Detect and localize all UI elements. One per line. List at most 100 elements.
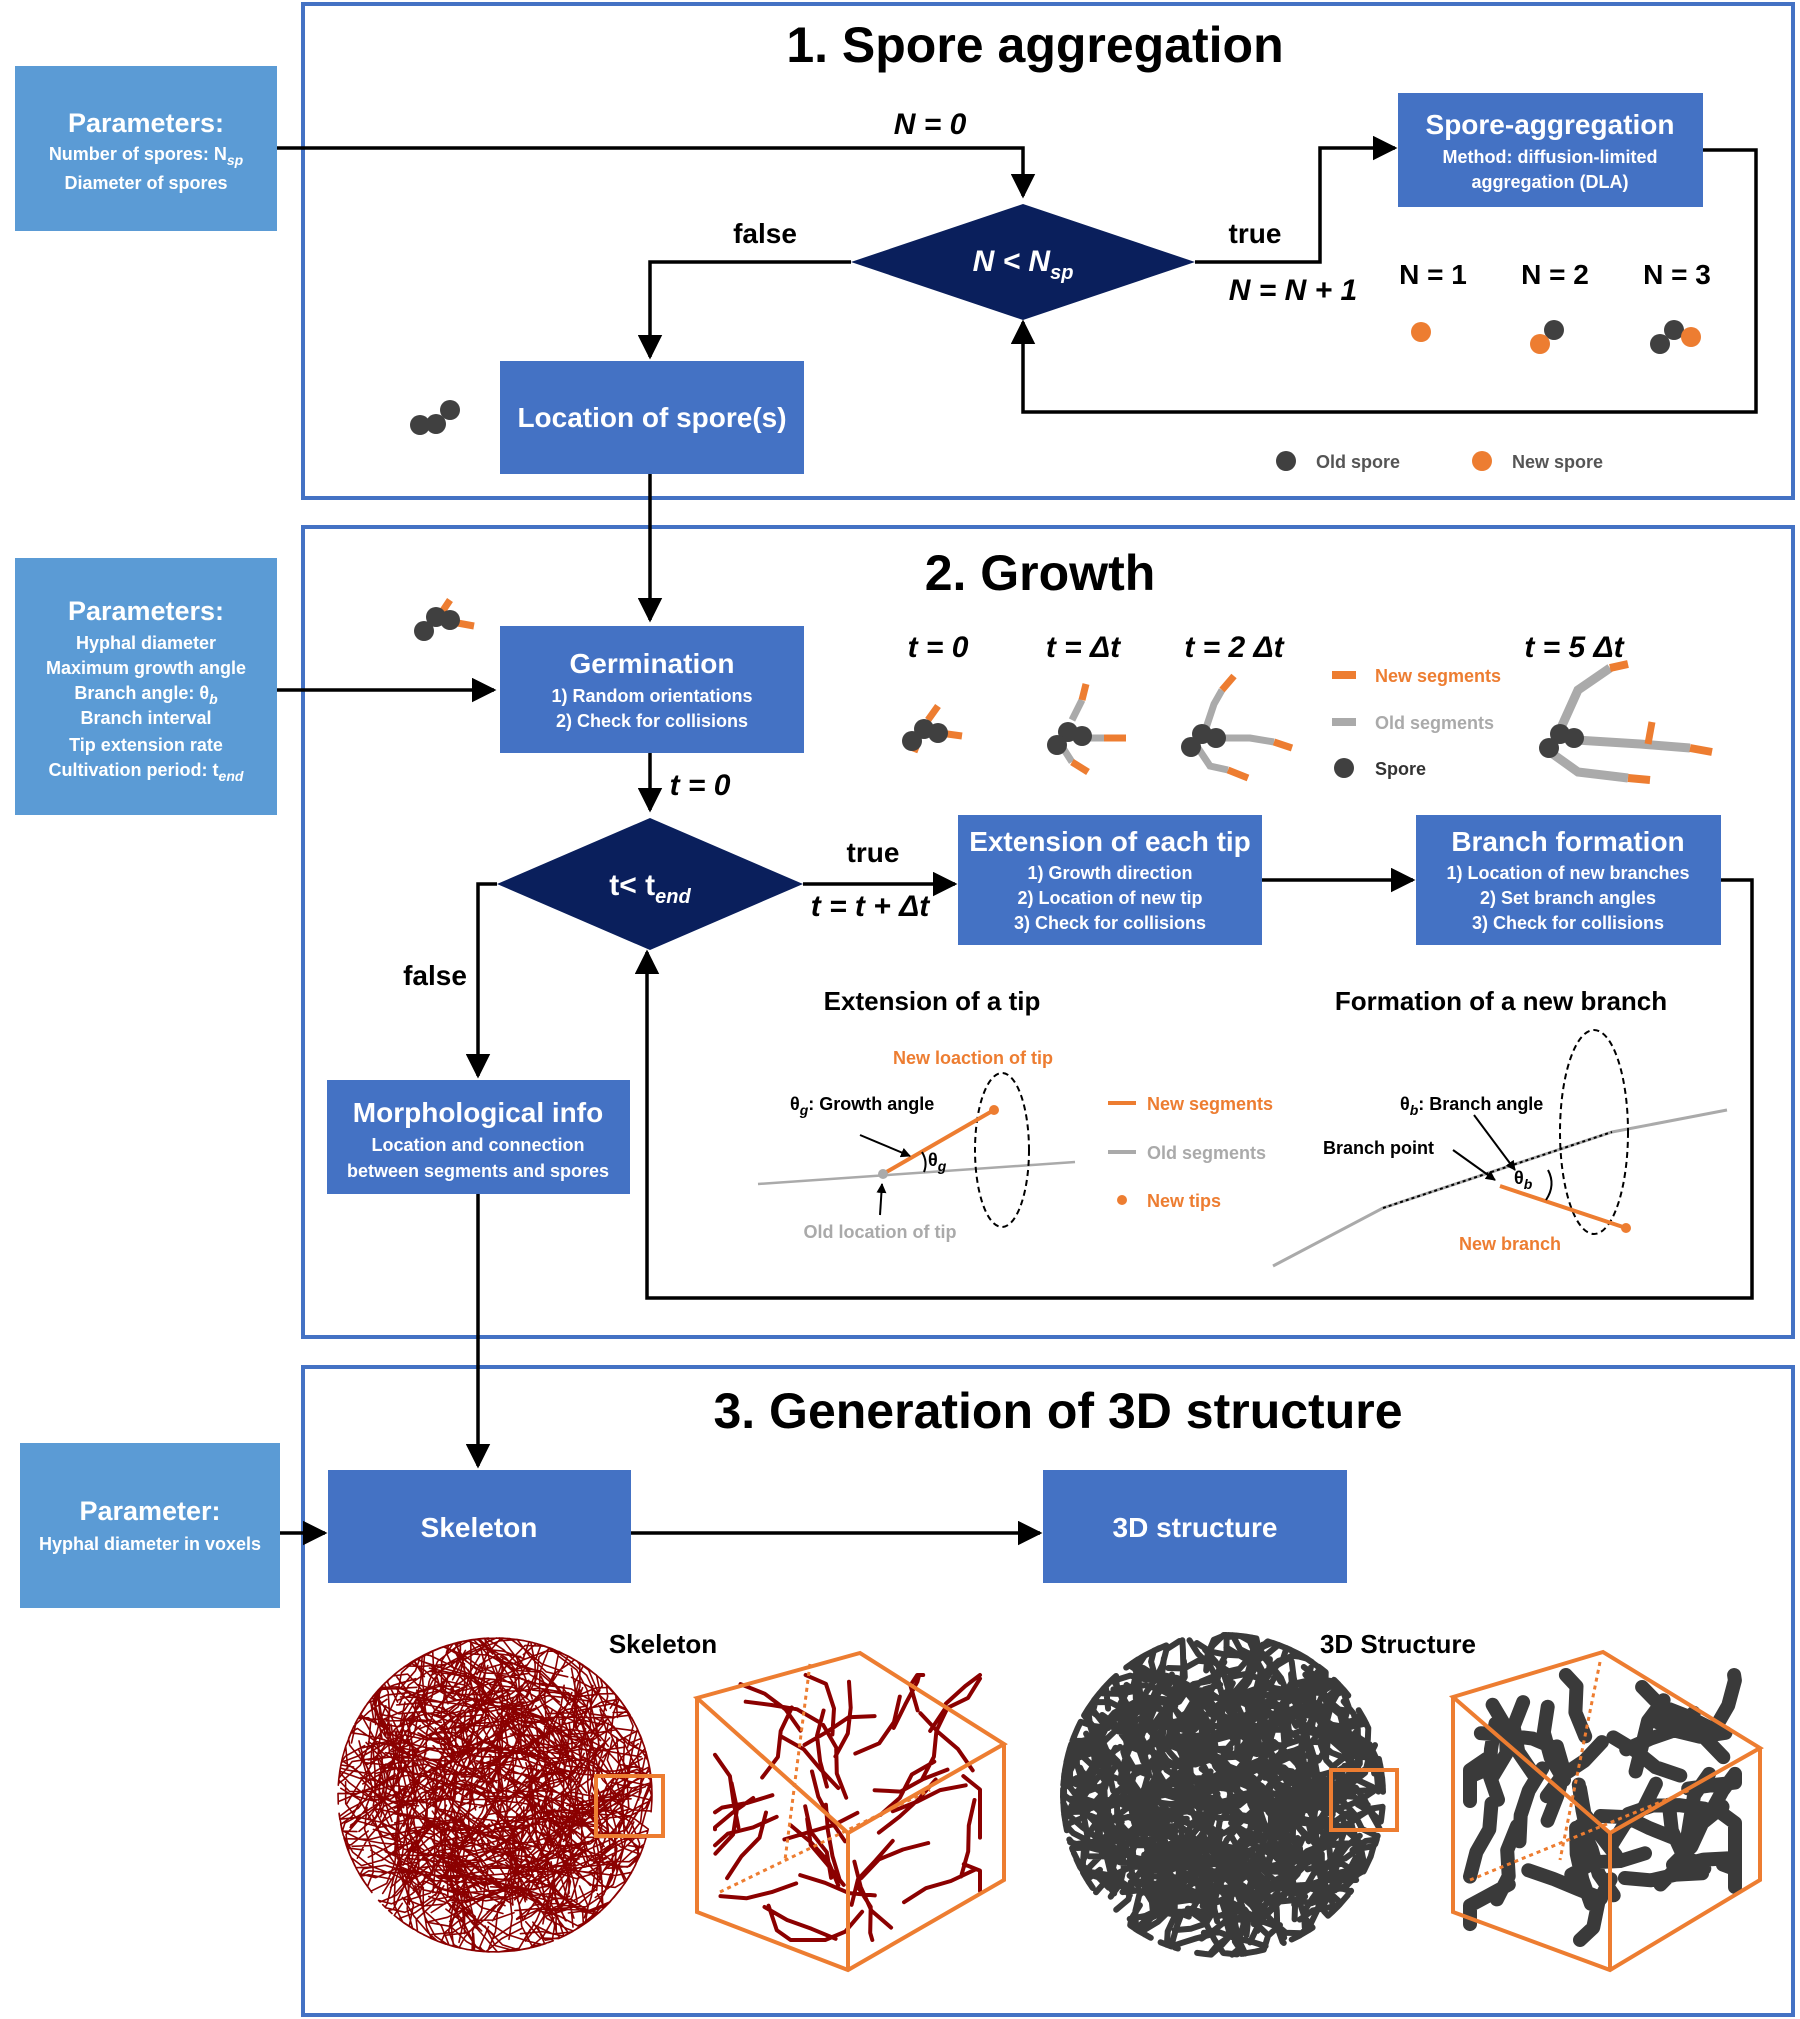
svg-text:New segments: New segments xyxy=(1147,1094,1273,1114)
spore-icon-n3 xyxy=(1650,320,1701,354)
label-true-1: true xyxy=(1229,218,1282,249)
svg-text:2) Set branch angles: 2) Set branch angles xyxy=(1480,888,1656,908)
tip-new-location-label: New loaction of tip xyxy=(893,1048,1053,1068)
svg-text:t< tend: t< tend xyxy=(609,869,691,908)
arrow-loop-back-2 xyxy=(634,878,1754,1300)
svg-text:Extension of each tip: Extension of each tip xyxy=(969,826,1251,857)
svg-text:1) Growth direction: 1) Growth direction xyxy=(1027,863,1192,883)
svg-text:Maximum growth angle: Maximum growth angle xyxy=(46,658,246,678)
tip-old-location-label: Old location of tip xyxy=(804,1222,957,1242)
box-germination: Germination 1) Random orientations 2) Ch… xyxy=(500,626,804,753)
box-skeleton: Skeleton xyxy=(328,1470,631,1583)
svg-text:1) Random orientations: 1) Random orientations xyxy=(551,686,752,706)
section-3-title: 3. Generation of 3D structure xyxy=(713,1383,1402,1439)
zoomed-hyphae xyxy=(713,1673,982,1942)
structure-zoom-cube xyxy=(1448,1649,1764,1973)
structure-zoom-marker xyxy=(1329,1768,1399,1832)
svg-text:Spore-aggregation: Spore-aggregation xyxy=(1426,109,1675,140)
svg-text:Spore: Spore xyxy=(1375,759,1426,779)
germinated-spore-icon xyxy=(414,598,475,641)
legend3-new-segments: New segments xyxy=(1108,1094,1273,1114)
skeleton-zoom-marker xyxy=(594,1774,665,1838)
svg-text:Tip extension rate: Tip extension rate xyxy=(69,735,223,755)
parameters-box-1: Parameters: Number of spores: Nsp Diamet… xyxy=(15,66,277,231)
label-time-0: t = 0 xyxy=(908,631,969,664)
box-3d-structure: 3D structure xyxy=(1043,1470,1347,1583)
arrow-false-to-morph xyxy=(465,882,497,1079)
label-n-increment: N = N + 1 xyxy=(1229,274,1357,307)
svg-text:Skeleton: Skeleton xyxy=(421,1512,538,1543)
section-2-title: 2. Growth xyxy=(925,545,1156,601)
legend-old-segments: Old segments xyxy=(1332,713,1494,733)
svg-text:2) Location of new tip: 2) Location of new tip xyxy=(1018,888,1203,908)
label-true-2: true xyxy=(847,837,900,868)
svg-text:3) Check for collisions: 3) Check for collisions xyxy=(1014,913,1206,933)
svg-text:Parameters:: Parameters: xyxy=(68,596,224,626)
legend3-old-segments: Old segments xyxy=(1108,1143,1266,1163)
svg-text:Old spore: Old spore xyxy=(1316,452,1400,472)
box-spore-aggregation: Spore-aggregation Method: diffusion-limi… xyxy=(1398,93,1703,207)
tip-angle-mark: θg xyxy=(928,1150,947,1174)
svg-text:2) Check for collisions: 2) Check for collisions xyxy=(556,711,748,731)
svg-text:Old segments: Old segments xyxy=(1147,1143,1266,1163)
branch-point-label: Branch point xyxy=(1323,1138,1434,1158)
hyphae-strands xyxy=(337,1637,653,1953)
svg-text:3D structure: 3D structure xyxy=(1113,1512,1278,1543)
growth-sketch-t0 xyxy=(902,703,963,754)
structure-render xyxy=(1060,1632,1399,1958)
branch-formation-sketch xyxy=(1272,1029,1728,1268)
svg-text:Location and connection: Location and connection xyxy=(371,1135,584,1155)
legend-spore: Spore xyxy=(1334,758,1426,779)
box-morphological-info: Morphological info Location and connecti… xyxy=(327,1080,630,1194)
label-n-1: N = 1 xyxy=(1399,259,1467,290)
svg-text:Old segments: Old segments xyxy=(1375,713,1494,733)
svg-text:Cultivation period: tend: Cultivation period: tend xyxy=(49,760,244,784)
new-branch-label: New branch xyxy=(1459,1234,1561,1254)
svg-text:Branch interval: Branch interval xyxy=(80,708,211,728)
arrow-loop-back-1 xyxy=(1010,148,1758,414)
label-time-5: t = 5 Δt xyxy=(1524,631,1625,664)
branch-angle-label: θb: Branch angle xyxy=(1400,1094,1543,1118)
parameters-box-2: Parameters: Hyphal diameter Maximum grow… xyxy=(15,558,277,815)
svg-text:Hyphal diameter: Hyphal diameter xyxy=(76,633,216,653)
label-false-2: false xyxy=(403,960,467,991)
legend-new-segments: New segments xyxy=(1332,666,1501,686)
label-n-equals-0: N = 0 xyxy=(894,108,967,141)
tip-extension-sketch xyxy=(757,1072,1076,1228)
label-t-increment: t = t + Δt xyxy=(811,890,932,923)
svg-text:3) Check for collisions: 3) Check for collisions xyxy=(1472,913,1664,933)
svg-text:Parameters:: Parameters: xyxy=(68,108,224,138)
decision-t-less-tend: t< tend xyxy=(497,818,803,950)
label-time-2: t = 2 Δt xyxy=(1184,631,1285,664)
svg-text:Number of spores: Nsp: Number of spores: Nsp xyxy=(49,144,244,168)
skeleton-zoom-cube xyxy=(692,1650,1008,1973)
svg-text:N < Nsp: N < Nsp xyxy=(973,245,1074,284)
label-n-3: N = 3 xyxy=(1643,259,1711,290)
svg-text:Branch angle: θb: Branch angle: θb xyxy=(74,683,218,707)
svg-text:New tips: New tips xyxy=(1147,1191,1221,1211)
label-false-1: false xyxy=(733,218,797,249)
render-skeleton-label: Skeleton xyxy=(609,1629,717,1659)
parameters-box-3: Parameter: Hyphal diameter in voxels xyxy=(20,1443,280,1608)
spore-icon-n1 xyxy=(1411,322,1431,342)
spore-cluster-icon xyxy=(410,400,460,435)
hyphae-strands xyxy=(1060,1632,1386,1958)
svg-text:Diameter of spores: Diameter of spores xyxy=(64,173,227,193)
label-time-1: t = Δt xyxy=(1046,631,1122,664)
section-3-frame xyxy=(301,1365,1795,2017)
svg-text:New spore: New spore xyxy=(1512,452,1603,472)
svg-text:Hyphal diameter in voxels: Hyphal diameter in voxels xyxy=(39,1534,261,1554)
growth-sketch-t5 xyxy=(1539,660,1713,784)
branch-panel-title: Formation of a new branch xyxy=(1335,986,1667,1016)
render-3d-structure-label: 3D Structure xyxy=(1320,1629,1476,1659)
skeleton-render xyxy=(337,1637,665,1953)
section-1-frame xyxy=(301,2,1795,500)
arrow-params-to-decision1 xyxy=(277,146,1036,199)
tip-panel-title: Extension of a tip xyxy=(824,986,1041,1016)
svg-text:Germination: Germination xyxy=(570,648,735,679)
svg-text:1) Location of new branches: 1) Location of new branches xyxy=(1446,863,1689,883)
arrow-false-to-location xyxy=(637,260,851,360)
svg-text:Branch formation: Branch formation xyxy=(1451,826,1684,857)
spore-icon-n2 xyxy=(1530,320,1564,354)
box-branch-formation: Branch formation 1) Location of new bran… xyxy=(1416,815,1721,945)
